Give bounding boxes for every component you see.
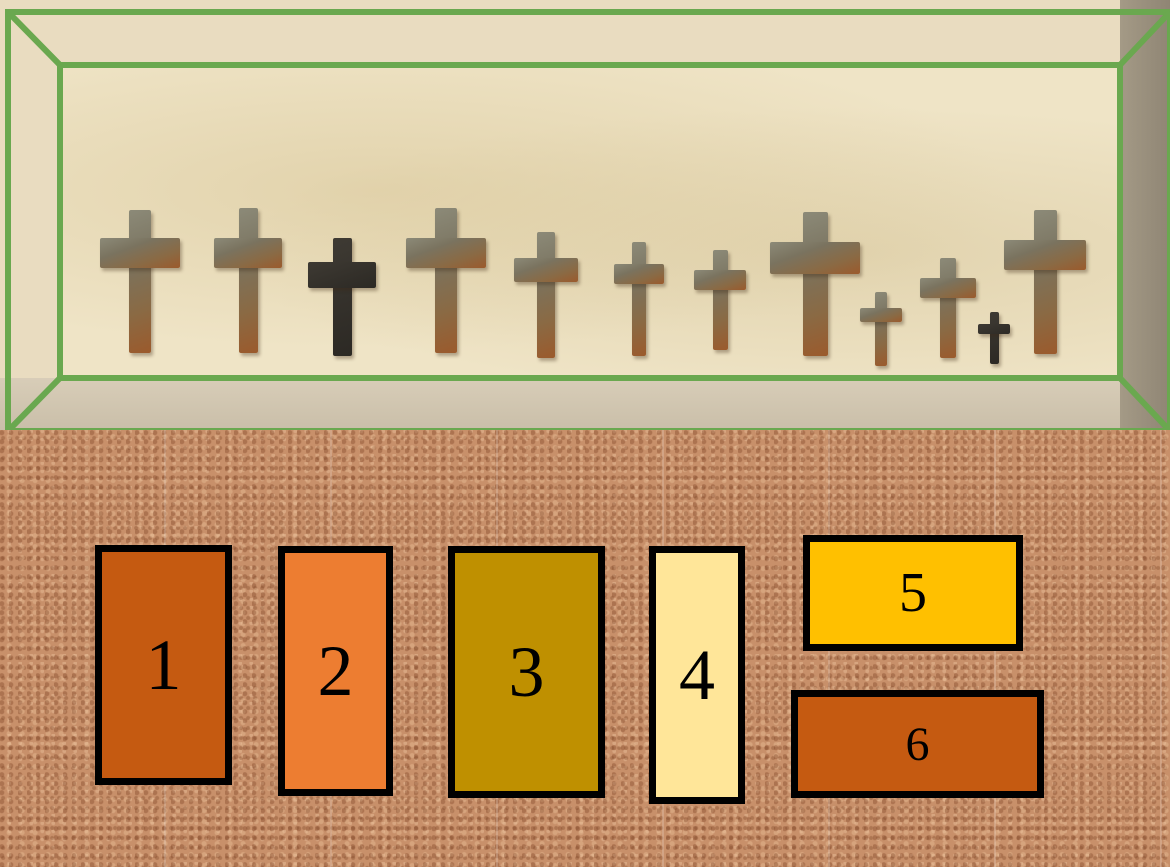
tile-6[interactable]: 6 xyxy=(791,690,1044,798)
tile-3[interactable]: 3 xyxy=(448,546,605,798)
shelf-frame xyxy=(0,0,1170,432)
tile-2-label: 2 xyxy=(318,630,354,713)
shelf-corner-bottom-left xyxy=(8,378,60,431)
shelf-corner-bottom-right xyxy=(1120,378,1170,431)
tile-1-label: 1 xyxy=(146,624,182,707)
display-shelf xyxy=(0,0,1170,432)
tile-3-label: 3 xyxy=(509,631,545,714)
tile-5[interactable]: 5 xyxy=(803,535,1023,651)
tile-1[interactable]: 1 xyxy=(95,545,232,785)
shelf-corner-top-left xyxy=(8,12,60,65)
tile-6-label: 6 xyxy=(906,717,930,772)
shelf-inner-frame xyxy=(60,65,1120,378)
shelf-outer-frame xyxy=(8,12,1170,431)
tile-4-label: 4 xyxy=(679,634,715,717)
shelf-corner-top-right xyxy=(1120,12,1170,65)
tile-4[interactable]: 4 xyxy=(649,546,745,804)
tile-2[interactable]: 2 xyxy=(278,546,393,796)
tile-5-label: 5 xyxy=(899,561,927,625)
